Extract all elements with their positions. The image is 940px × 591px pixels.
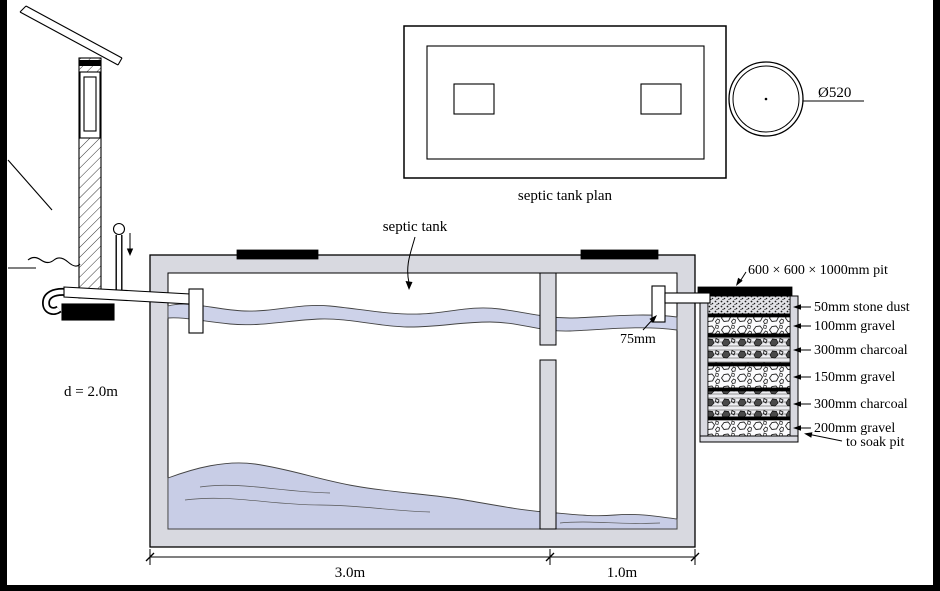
right-edge-bar — [933, 0, 940, 591]
vent-pipe — [112, 222, 126, 292]
pipe-size-arrowhead — [649, 315, 657, 323]
plan-opening-left — [453, 83, 495, 115]
house-trap — [41, 287, 67, 315]
wall-plate — [79, 60, 101, 66]
dim-tick-3 — [690, 552, 700, 562]
layer-separator-1 — [707, 313, 791, 318]
bottom-edge-bar — [0, 585, 940, 591]
pit-wall-left — [699, 295, 709, 443]
pit-bottom — [699, 435, 799, 443]
plan-view — [403, 25, 864, 179]
pit-wall-right — [789, 295, 799, 443]
soak-pit-label: to soak pit — [846, 435, 904, 450]
layer-label-gravel-1: 100mm gravel — [814, 319, 895, 334]
manhole-cover-left — [236, 249, 319, 260]
left-edge-bar — [0, 0, 7, 591]
sludge-streak-3 — [559, 521, 661, 524]
tank-label: septic tank — [383, 219, 448, 235]
pit-cover — [697, 286, 793, 297]
sludge-streak-2 — [199, 484, 331, 494]
tank-label-arrow-line — [407, 236, 416, 284]
pipework — [63, 285, 711, 334]
divider-wall — [539, 359, 557, 530]
ground-squiggle — [27, 256, 81, 267]
layer-gravel-1 — [707, 316, 791, 335]
layer-label-charcoal-2: 300mm charcoal — [814, 397, 908, 412]
layer-separator-5 — [707, 416, 791, 421]
tank-label-arrowhead — [405, 281, 413, 290]
footing-block — [61, 303, 115, 321]
pit-title-label: 600 × 600 × 1000mm pit — [748, 263, 888, 278]
dim-1m-label: 1.0m — [607, 565, 638, 581]
pit-title-arrowhead — [736, 277, 743, 286]
pit-layer-leaders — [793, 304, 843, 442]
layer-stone-dust — [707, 295, 791, 315]
plan-inner-wall — [426, 45, 705, 160]
layer-separator-4 — [707, 387, 791, 392]
dim-3m-label: 3.0m — [335, 565, 366, 581]
plan-title: septic tank plan — [518, 188, 613, 204]
pipe-size-label: 75mm — [620, 332, 656, 347]
dim-tick-2 — [545, 552, 555, 562]
outlet-pipe — [664, 292, 711, 304]
layer-charcoal-1 — [707, 336, 791, 364]
roof — [19, 5, 123, 66]
dim-tick-1 — [145, 552, 155, 562]
wall-frame-inner — [83, 76, 97, 132]
layer-label-stone-dust: 50mm stone dust — [814, 300, 910, 315]
layer-charcoal-2 — [707, 390, 791, 418]
tank-section — [149, 249, 696, 548]
plan-opening-right — [640, 83, 682, 115]
layer-label-gravel-3: 200mm gravel — [814, 421, 895, 436]
manhole-cover-right — [580, 249, 659, 260]
sludge-streak-1 — [184, 497, 431, 513]
layer-label-charcoal-1: 300mm charcoal — [814, 343, 908, 358]
inlet-tee — [188, 288, 204, 334]
layer-gravel-3 — [707, 419, 791, 437]
plan-outer-wall — [403, 25, 727, 179]
building-section — [7, 5, 126, 321]
manhole-circle — [728, 61, 804, 137]
layer-separator-2 — [707, 333, 791, 338]
layer-separator-3 — [707, 362, 791, 367]
depth-label: d = 2.0m — [64, 384, 118, 400]
dimensions — [126, 233, 700, 565]
outlet-tee — [651, 285, 666, 323]
depth-arrowhead — [126, 248, 134, 256]
wall-frame — [79, 71, 101, 139]
layer-label-gravel-2: 150mm gravel — [814, 370, 895, 385]
filter-pit — [697, 286, 799, 443]
ground-slope-line — [7, 159, 53, 211]
layer-gravel-2 — [707, 365, 791, 389]
diameter-label: Ø520 — [818, 85, 851, 101]
baffle-hanging — [539, 272, 557, 346]
